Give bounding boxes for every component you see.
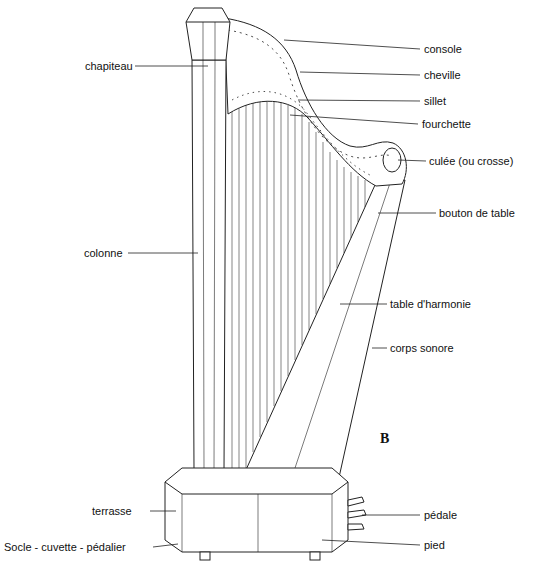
column-fluting	[203, 60, 204, 470]
sound-box	[245, 180, 405, 482]
terrace	[165, 482, 348, 494]
base-facet	[182, 494, 183, 552]
part-label: sillet	[424, 95, 446, 108]
foot	[200, 552, 210, 560]
base	[165, 468, 348, 552]
part-label: chapiteau	[85, 60, 133, 73]
pedal	[348, 497, 364, 506]
capital-ring	[186, 22, 230, 23]
tuning-pins	[228, 30, 392, 158]
part-label: table d'harmonie	[390, 298, 471, 311]
part-label: pédale	[424, 509, 457, 522]
part-label: bouton de table	[439, 207, 515, 220]
part-label: fourchette	[422, 118, 471, 131]
pedal	[348, 510, 366, 518]
part-label: console	[424, 43, 462, 56]
part-label: terrasse	[92, 505, 132, 518]
capital	[186, 8, 230, 60]
capital-facet	[215, 22, 216, 60]
leader-lines	[128, 40, 436, 547]
part-label: pied	[424, 539, 445, 552]
part-label: cheville	[424, 69, 461, 82]
part-label: culée (ou crosse)	[429, 155, 513, 168]
capital-facet	[203, 22, 204, 60]
discs	[232, 91, 372, 176]
neck	[224, 18, 406, 186]
base-facet	[258, 494, 259, 552]
foot	[310, 552, 320, 560]
column-fluting	[214, 60, 215, 470]
pedal	[348, 524, 364, 530]
part-label: colonne	[84, 247, 123, 260]
column	[192, 60, 226, 470]
logo-mark: B	[380, 432, 389, 445]
body-edge	[292, 183, 390, 477]
part-label: corps sonore	[390, 342, 454, 355]
base-facet	[332, 494, 333, 552]
part-label: Socle - cuvette - pédalier	[4, 541, 126, 554]
